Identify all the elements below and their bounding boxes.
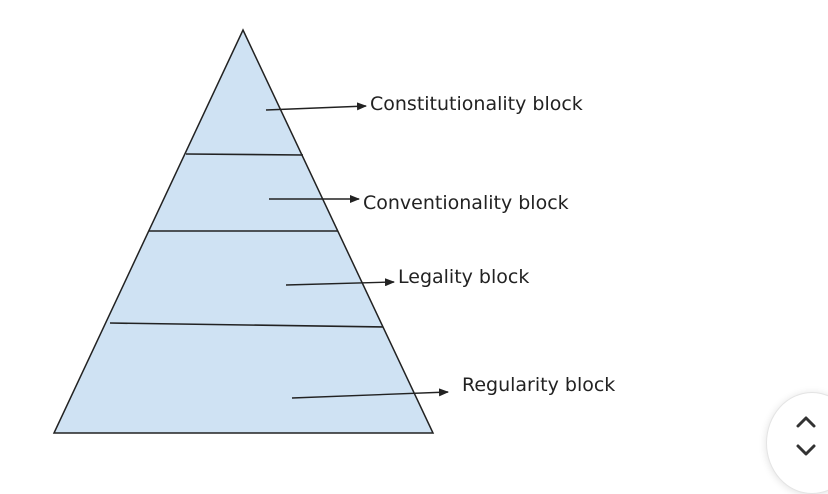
label-constitutionality-block: Constitutionality block bbox=[370, 93, 583, 115]
pyramid-diagram: Constitutionality block Conventionality … bbox=[52, 28, 615, 434]
chevron-up-icon[interactable] bbox=[795, 415, 817, 434]
arrow-constitutionality bbox=[265, 102, 367, 111]
arrow-regularity bbox=[291, 388, 449, 399]
arrow-legality bbox=[285, 278, 395, 287]
tier-divider-3 bbox=[109, 322, 384, 328]
chevron-down-icon[interactable] bbox=[795, 443, 817, 462]
label-conventionality-block: Conventionality block bbox=[363, 192, 569, 214]
label-legality-block: Legality block bbox=[398, 266, 529, 288]
label-regularity-block: Regularity block bbox=[462, 374, 615, 396]
tier-divider-1 bbox=[185, 153, 304, 156]
